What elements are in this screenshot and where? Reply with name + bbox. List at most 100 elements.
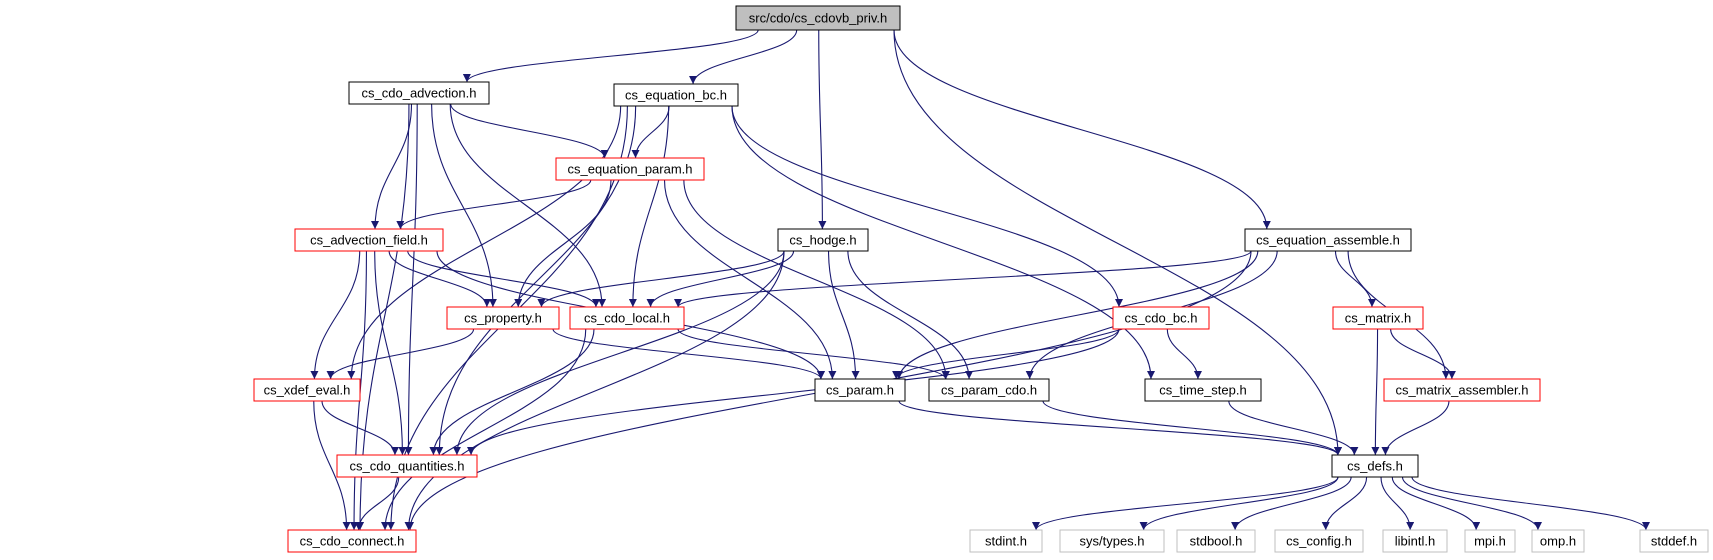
edge-defs-to-csconfig	[1321, 476, 1368, 531]
node-label-advfield: cs_advection_field.h	[310, 233, 428, 248]
edge-eqbc-to-eqparam	[631, 105, 670, 159]
node-box-cdolocal[interactable]	[569, 306, 685, 330]
node-box-quant[interactable]	[336, 454, 478, 478]
node-box-stdint[interactable]	[969, 529, 1043, 553]
edge-defs-to-stdbool	[1231, 476, 1352, 531]
node-box-mpi[interactable]	[1464, 529, 1516, 553]
edge-adv-to-eqparam	[450, 103, 609, 159]
node-adv[interactable]: cs_cdo_advection.h	[348, 81, 490, 105]
node-box-property[interactable]	[446, 306, 560, 330]
edge-adv-to-property	[431, 103, 497, 308]
node-box-xdef[interactable]	[253, 378, 361, 402]
node-label-connect: cs_cdo_connect.h	[300, 534, 405, 549]
node-property[interactable]: cs_property.h	[446, 306, 560, 330]
edge-eqparam-to-property	[514, 179, 612, 308]
node-label-cdolocal: cs_cdo_local.h	[584, 311, 670, 326]
edge-root-to-eqassemble	[893, 29, 1271, 230]
node-box-paramcdo[interactable]	[928, 378, 1050, 402]
node-box-matrix[interactable]	[1332, 306, 1424, 330]
edge-eqparam-to-advfield	[396, 179, 592, 230]
node-box-matassembler[interactable]	[1383, 378, 1541, 402]
node-box-timestep[interactable]	[1144, 378, 1262, 402]
node-eqassemble[interactable]: cs_equation_assemble.h	[1244, 228, 1412, 252]
node-box-cdobc[interactable]	[1112, 306, 1210, 330]
node-label-xdef: cs_xdef_eval.h	[264, 383, 351, 398]
edge-defs-to-mpi	[1391, 476, 1481, 531]
node-box-defs[interactable]	[1331, 454, 1419, 478]
node-advfield[interactable]: cs_advection_field.h	[294, 228, 444, 252]
node-matrix[interactable]: cs_matrix.h	[1332, 306, 1424, 330]
edge-eqassemble-to-cdolocal	[674, 250, 1252, 308]
edge-cdolocal-to-paramcdo	[677, 328, 950, 380]
edge-eqassemble-to-param	[895, 250, 1259, 380]
node-box-param[interactable]	[814, 378, 906, 402]
node-label-timestep: cs_time_step.h	[1159, 383, 1246, 398]
node-label-root: src/cdo/cs_cdovb_priv.h	[749, 11, 888, 26]
node-connect[interactable]: cs_cdo_connect.h	[287, 529, 417, 553]
edge-adv-to-advfield	[371, 103, 413, 230]
edge-timestep-to-defs	[1228, 400, 1359, 456]
node-matassembler[interactable]: cs_matrix_assembler.h	[1383, 378, 1541, 402]
edge-xdef-to-connect	[313, 400, 351, 531]
node-label-hodge: cs_hodge.h	[789, 233, 856, 248]
edge-hodge-to-cdolocal	[646, 250, 795, 308]
edge-cdobc-to-param	[892, 328, 1120, 380]
node-root[interactable]: src/cdo/cs_cdovb_priv.h	[735, 5, 901, 31]
node-systypes[interactable]: sys/types.h	[1059, 529, 1165, 553]
node-defs[interactable]: cs_defs.h	[1331, 454, 1419, 478]
node-mpi[interactable]: mpi.h	[1464, 529, 1516, 553]
node-omp[interactable]: omp.h	[1531, 529, 1585, 553]
node-param[interactable]: cs_param.h	[814, 378, 906, 402]
node-xdef[interactable]: cs_xdef_eval.h	[253, 378, 361, 402]
edge-adv-to-quant	[404, 103, 418, 456]
node-timestep[interactable]: cs_time_step.h	[1144, 378, 1262, 402]
node-box-root[interactable]	[735, 5, 901, 31]
edge-advfield-to-cdolocal	[407, 250, 600, 308]
node-box-libintl[interactable]	[1382, 529, 1448, 553]
edge-matrix-to-defs	[1371, 328, 1380, 456]
edge-defs-to-stddef	[1411, 476, 1650, 531]
node-box-advfield[interactable]	[294, 228, 444, 252]
node-box-systypes[interactable]	[1059, 529, 1165, 553]
node-label-defs: cs_defs.h	[1347, 459, 1403, 474]
node-cdobc[interactable]: cs_cdo_bc.h	[1112, 306, 1210, 330]
node-box-adv[interactable]	[348, 81, 490, 105]
edge-cdolocal-to-connect	[381, 328, 587, 531]
node-stdbool[interactable]: stdbool.h	[1176, 529, 1256, 553]
node-hodge[interactable]: cs_hodge.h	[777, 228, 869, 252]
node-box-hodge[interactable]	[777, 228, 869, 252]
edge-xdef-to-quant	[321, 400, 399, 456]
node-box-connect[interactable]	[287, 529, 417, 553]
edge-cdolocal-to-quant	[429, 328, 595, 456]
edge-cdobc-to-timestep	[1166, 328, 1202, 380]
edge-cdobc-to-quant	[467, 328, 1120, 456]
node-stdint[interactable]: stdint.h	[969, 529, 1043, 553]
edge-hodge-to-property	[537, 250, 785, 308]
edge-hodge-to-quant	[452, 250, 785, 456]
node-box-stddef[interactable]	[1639, 529, 1709, 553]
node-label-mpi: mpi.h	[1474, 534, 1506, 549]
edge-advfield-to-xdef	[310, 250, 361, 380]
node-paramcdo[interactable]: cs_param_cdo.h	[928, 378, 1050, 402]
node-libintl[interactable]: libintl.h	[1382, 529, 1448, 553]
edge-adv-to-cdolocal	[449, 103, 607, 308]
node-box-stdbool[interactable]	[1176, 529, 1256, 553]
node-stddef[interactable]: stddef.h	[1639, 529, 1709, 553]
node-label-stdint: stdint.h	[985, 534, 1027, 549]
node-csconfig[interactable]: cs_config.h	[1274, 529, 1364, 553]
node-cdolocal[interactable]: cs_cdo_local.h	[569, 306, 685, 330]
node-box-eqbc[interactable]	[613, 83, 739, 107]
node-box-csconfig[interactable]	[1274, 529, 1364, 553]
node-label-systypes: sys/types.h	[1079, 534, 1144, 549]
node-eqbc[interactable]: cs_equation_bc.h	[613, 83, 739, 107]
edge-advfield-to-property	[388, 250, 491, 308]
edge-defs-to-libintl	[1380, 476, 1415, 531]
edge-matrix-to-matassembler	[1390, 328, 1456, 380]
node-eqparam[interactable]: cs_equation_param.h	[555, 157, 705, 181]
node-box-omp[interactable]	[1531, 529, 1585, 553]
node-quant[interactable]: cs_cdo_quantities.h	[336, 454, 478, 478]
node-box-eqparam[interactable]	[555, 157, 705, 181]
node-label-eqparam: cs_equation_param.h	[567, 162, 692, 177]
node-box-eqassemble[interactable]	[1244, 228, 1412, 252]
node-label-matassembler: cs_matrix_assembler.h	[1396, 383, 1529, 398]
